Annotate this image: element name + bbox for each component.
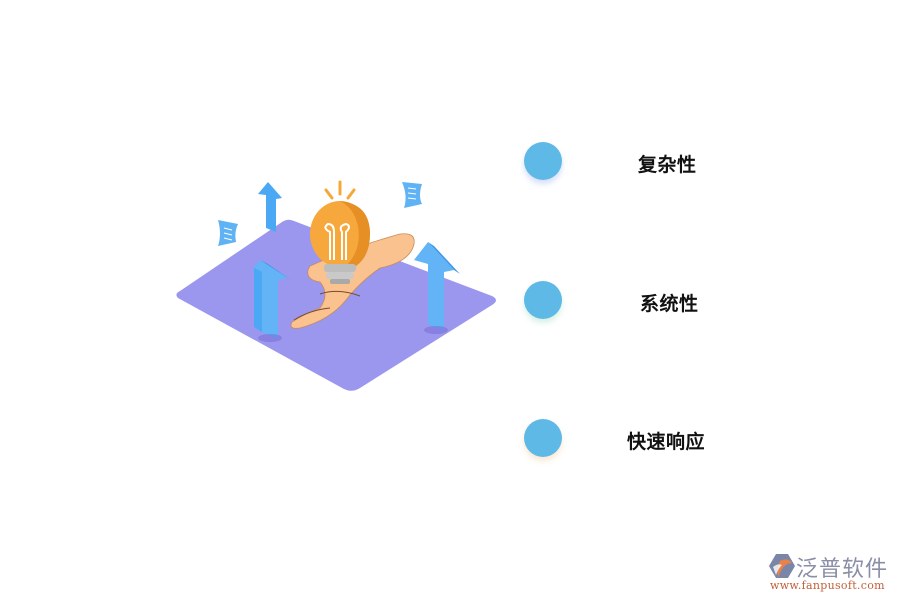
feature-item-fast-response: 快速响应 <box>524 419 784 459</box>
bullet-dot-icon <box>524 281 562 319</box>
arrow-up-icon-right <box>414 242 460 334</box>
arrow-up-icon-left <box>252 260 294 342</box>
logo-mark-icon <box>769 554 795 578</box>
bullet-dot-icon <box>524 419 562 457</box>
document-icon-left <box>218 220 238 246</box>
bullet-dot-icon <box>524 142 562 180</box>
idea-hand-illustration <box>176 180 496 391</box>
hand-icon <box>290 233 415 329</box>
brand-logo: 泛普软件 www.fanpusoft.com <box>768 551 893 595</box>
document-icon-right <box>402 182 422 208</box>
feature-item-complexity: 复杂性 <box>524 142 784 182</box>
feature-item-systematic: 系统性 <box>524 281 784 321</box>
feature-label: 系统性 <box>640 293 699 315</box>
logo-brand-name: 泛普软件 <box>796 557 889 582</box>
logo-url: www.fanpusoft.com <box>770 579 885 592</box>
feature-label: 复杂性 <box>638 154 697 176</box>
arrow-up-icon-small <box>258 182 282 232</box>
light-bulb-icon <box>310 180 370 284</box>
feature-label: 快速响应 <box>627 431 706 453</box>
